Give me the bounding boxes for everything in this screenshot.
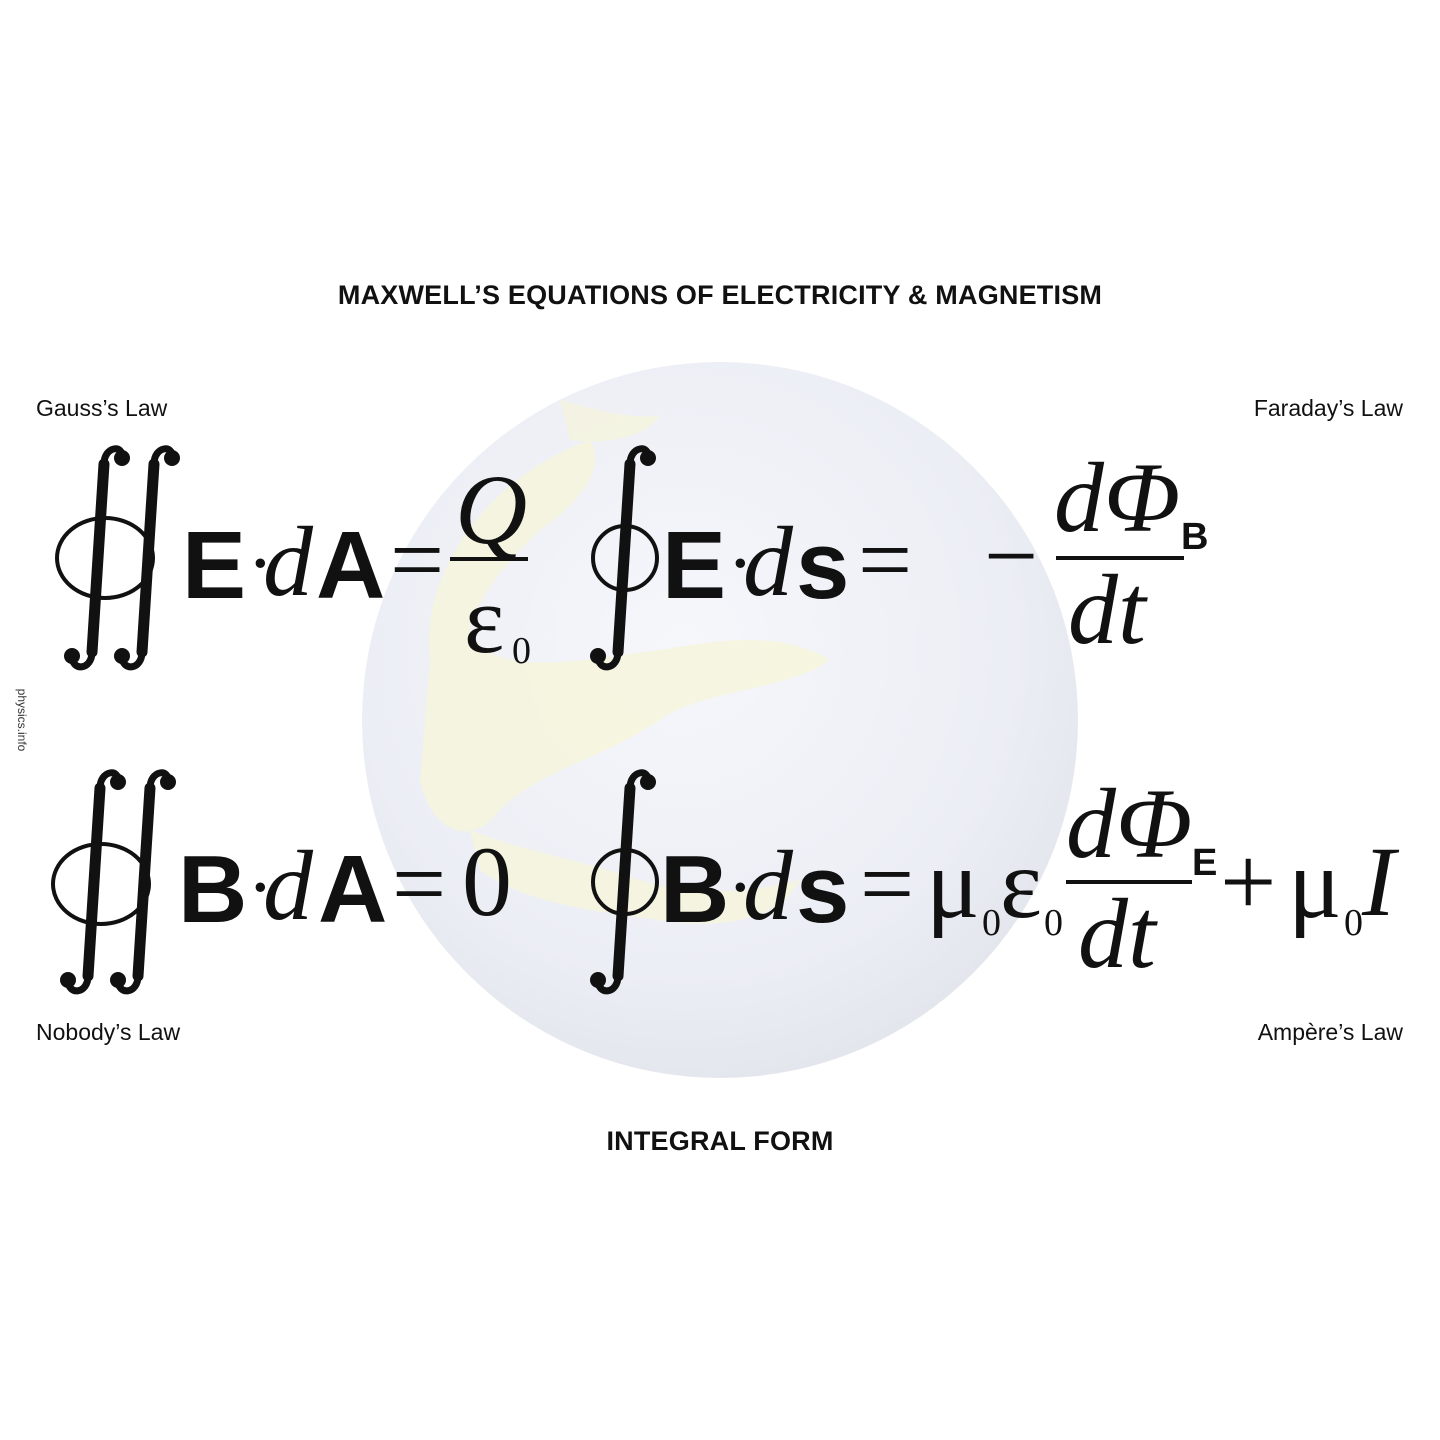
watermark: physics.info [15, 688, 29, 752]
flux-subscript-e: E [1192, 842, 1218, 884]
fraction-bar [450, 557, 528, 561]
epsilon-subscript: 0 [512, 630, 531, 672]
time-differential-denominator: dt [1078, 878, 1156, 989]
epsilon-subscript: 0 [1044, 902, 1063, 944]
globe-land-shape [420, 440, 830, 832]
mu-subscript: 0 [982, 902, 1001, 944]
globe-land-shape [560, 400, 660, 442]
line-integral-icon [590, 769, 659, 995]
label-faraday-law: Faraday’s Law [1253, 395, 1403, 421]
charge-q: Q [455, 454, 528, 565]
globe-background [362, 362, 1078, 1078]
equals-sign: = [860, 830, 915, 937]
field-e-symbol: E [662, 512, 727, 619]
area-vector-a: A [316, 512, 386, 619]
differential-d: d [263, 830, 313, 941]
dot-operator: · [727, 844, 754, 932]
mu-symbol: μ [1288, 828, 1342, 939]
label-ampere-law: Ampère’s Law [1257, 1019, 1403, 1045]
equals-sign: = [858, 506, 913, 613]
dot-operator: · [247, 520, 274, 608]
dot-operator: · [727, 520, 754, 608]
path-vector-s: s [796, 512, 850, 619]
flux-subscript-b: B [1181, 516, 1209, 558]
field-b-symbol: B [660, 836, 730, 943]
time-differential-denominator: dt [1068, 554, 1146, 665]
flux-differential-numerator: dΦ [1054, 442, 1181, 553]
zero-value: 0 [462, 826, 512, 937]
double-surface-integral-icon [51, 769, 176, 995]
differential-d: d [743, 830, 793, 941]
label-gauss-law: Gauss’s Law [36, 395, 168, 421]
epsilon-symbol: ε [464, 566, 505, 673]
current-i: I [1362, 826, 1396, 937]
field-b-symbol: B [178, 836, 248, 943]
double-surface-integral-icon [55, 445, 180, 671]
path-vector-s: s [796, 836, 850, 943]
area-vector-a: A [318, 836, 388, 943]
globe-land-shape [470, 830, 800, 924]
mu-symbol: μ [926, 828, 980, 939]
form-caption: INTEGRAL FORM [606, 1126, 834, 1156]
field-e-symbol: E [182, 512, 247, 619]
line-integral-icon [590, 445, 659, 671]
dot-operator: · [247, 844, 274, 932]
equals-sign: = [390, 506, 445, 613]
minus-sign: − [984, 502, 1039, 609]
mu-subscript: 0 [1344, 902, 1363, 944]
plus-sign: + [1220, 826, 1277, 937]
fraction-bar [1066, 880, 1192, 884]
differential-d: d [743, 506, 793, 617]
epsilon-symbol: ε [1000, 828, 1042, 939]
label-nobody-law: Nobody’s Law [36, 1019, 181, 1045]
fraction-bar [1056, 556, 1184, 560]
differential-d: d [263, 506, 313, 617]
page-title: MAXWELL’S EQUATIONS OF ELECTRICITY & MAG… [337, 280, 1103, 310]
flux-differential-numerator: dΦ [1066, 768, 1193, 879]
equals-sign: = [392, 830, 447, 937]
